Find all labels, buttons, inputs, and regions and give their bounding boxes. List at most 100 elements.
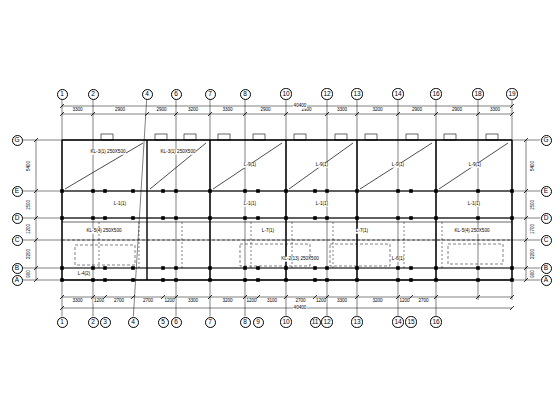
axis-bubble: 13 (351, 88, 362, 99)
axis-bubble: 2 (88, 89, 99, 100)
dashed-beam-outline (330, 244, 390, 266)
axis-bubble: G (541, 135, 552, 146)
diagonal-beam (289, 143, 353, 189)
axis-line (478, 100, 479, 300)
axis-number: 1 (60, 319, 64, 326)
beam-label: L-1(1) (467, 202, 480, 207)
axis-bubble: 1 (57, 317, 68, 328)
axis-line (397, 100, 398, 317)
dimension-line (62, 308, 512, 309)
axis-line (23, 218, 541, 219)
dimension-text: 3200 (372, 299, 383, 304)
dimension-text: 2900 (156, 108, 167, 113)
axis-number: 1 (60, 91, 64, 98)
bay-projection (335, 134, 347, 140)
axis-number: D (544, 215, 549, 222)
axis-line (23, 240, 541, 241)
axis-bubble: 15 (405, 316, 416, 327)
dimension-text: 2900 (451, 108, 462, 113)
axis-bubble: 12 (321, 88, 332, 99)
axis-bubble: 8 (240, 317, 251, 328)
bay-projection (406, 134, 418, 140)
axis-bubble: 12 (321, 316, 332, 327)
bay-projection (486, 134, 498, 140)
dimension-tick (510, 306, 514, 310)
axis-bubble: 11 (310, 317, 321, 328)
beam-label: KL-5(4) 250X500 (454, 229, 490, 234)
axis-bubble: C (12, 235, 23, 246)
axis-bubble: 16 (430, 88, 441, 99)
axis-number: C (15, 237, 20, 244)
diagonal-beam (213, 143, 282, 189)
axis-number: E (15, 188, 19, 195)
axis-number: 2 (91, 91, 95, 98)
axis-line (23, 191, 541, 192)
bay-projection (444, 134, 456, 140)
dimension-text: 3300 (187, 299, 198, 304)
axis-bubble: 6 (171, 317, 182, 328)
diagonal-beam (65, 143, 143, 189)
dashed-beam-outline (448, 244, 503, 264)
beam-label: L-9(1) (468, 163, 481, 168)
axis-number: B (15, 265, 19, 272)
axis-number: 16 (432, 91, 439, 98)
axis-bubble: 4 (128, 317, 139, 328)
axis-number: 7 (208, 319, 212, 326)
axis-bubble: 1 (57, 89, 68, 100)
axis-number: 16 (432, 319, 439, 326)
bay-projection (294, 134, 306, 140)
beam-label: KL-3(1) 250X500 (90, 150, 126, 155)
dimension-text: 2900 (411, 108, 422, 113)
dimension-text: 2700 (418, 299, 429, 304)
axis-number: 13 (353, 91, 360, 98)
axis-line (62, 100, 63, 317)
axis-number: 4 (145, 91, 149, 98)
beam-label: KL-5(4) 250X500 (86, 229, 122, 234)
axis-bubble: 10 (280, 316, 291, 327)
axis-bubble: E (12, 186, 23, 197)
axis-number: 6 (174, 91, 178, 98)
axis-bubble: 19 (506, 88, 517, 99)
axis-number: D (15, 215, 20, 222)
wall-line (62, 222, 512, 223)
axis-number: A (15, 277, 19, 284)
dimension-text: 1500 (27, 199, 32, 210)
dimension-line (62, 106, 512, 107)
beam-dashed (442, 222, 443, 268)
dimension-text: 2700 (113, 299, 124, 304)
dimension-text: 3300 (336, 299, 347, 304)
axis-bubble: 14 (392, 88, 403, 99)
beam-label: L-1(1) (243, 202, 256, 207)
axis-bubble: D (12, 213, 23, 224)
dimension-text: 3300 (72, 108, 83, 113)
axis-bubble: B (12, 263, 23, 274)
dimension-text: 2900 (260, 108, 271, 113)
axis-bubble: 5 (158, 317, 169, 328)
axis-bubble: A (541, 275, 552, 286)
dimension-text: 2200 (27, 248, 32, 259)
axis-line (23, 140, 541, 141)
axis-number: 7 (208, 91, 212, 98)
axis-line (210, 100, 211, 317)
axis-number: 8 (243, 319, 247, 326)
bay-projection (253, 134, 265, 140)
axis-number: 14 (394, 91, 401, 98)
axis-bubble: D (541, 213, 552, 224)
dimension-text: 1200 (93, 299, 104, 304)
axis-line (512, 100, 513, 300)
axis-number: 5 (161, 319, 165, 326)
dimension-tick (510, 104, 514, 108)
axis-line (245, 100, 246, 317)
wall-line (146, 140, 147, 280)
dimension-text: 3200 (187, 108, 198, 113)
dimension-line (62, 114, 512, 115)
axis-number: 3 (103, 319, 107, 326)
beam-label: L-1(1) (113, 202, 126, 207)
axis-number: 8 (243, 91, 247, 98)
dimension-text: 3100 (266, 299, 277, 304)
axis-number: 4 (131, 319, 135, 326)
axis-line (356, 100, 357, 317)
dimension-text: 40400 (293, 306, 307, 311)
axis-bubble: 7 (205, 89, 216, 100)
